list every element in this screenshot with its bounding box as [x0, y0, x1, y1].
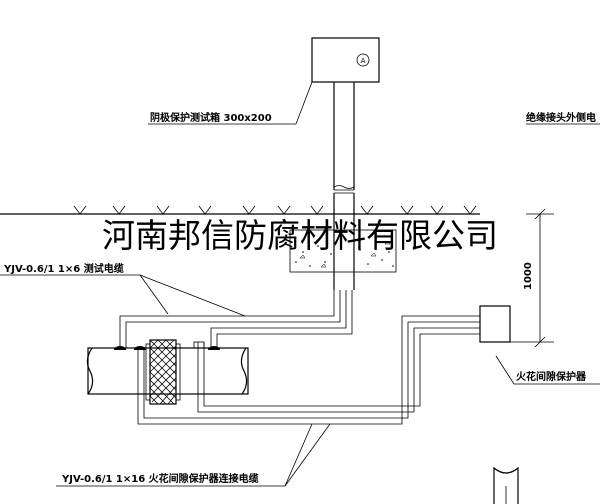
test-box-label: 阴极保护测试箱 300x200	[150, 111, 272, 124]
spark-gap-protector	[479, 305, 511, 343]
spark-gap-cable	[137, 315, 480, 425]
test-cable-second	[210, 290, 347, 348]
ground-hatching	[73, 205, 477, 215]
spark-gap-label: 火花间隙保护器	[516, 370, 587, 383]
pipe	[87, 347, 249, 395]
pipe-break-left	[86, 347, 94, 395]
pipe-break-right	[240, 347, 248, 395]
test-box-symbol: A	[361, 57, 366, 65]
test-box	[311, 37, 380, 83]
partial-post	[493, 466, 519, 504]
insulation-label: 绝缘接头外侧电	[526, 111, 596, 124]
spark-gap-leader	[495, 355, 515, 385]
connect-cable-label: YJV-0.6/1 1×16 火花间隙保护器连接电缆	[61, 472, 259, 485]
watermark: 河南邦信防腐材料有限公司	[102, 216, 498, 255]
insulating-joint-hatch	[149, 339, 177, 405]
test-cable-outer	[119, 290, 335, 348]
test-box-symbol-circle	[356, 53, 370, 67]
concrete-texture	[295, 240, 394, 268]
concrete-base	[289, 229, 397, 273]
test-cable-label: YJV-0.6/1 1×6 测试电缆	[3, 262, 124, 275]
post-break	[333, 185, 355, 189]
dimension-label: 1000	[523, 262, 534, 290]
